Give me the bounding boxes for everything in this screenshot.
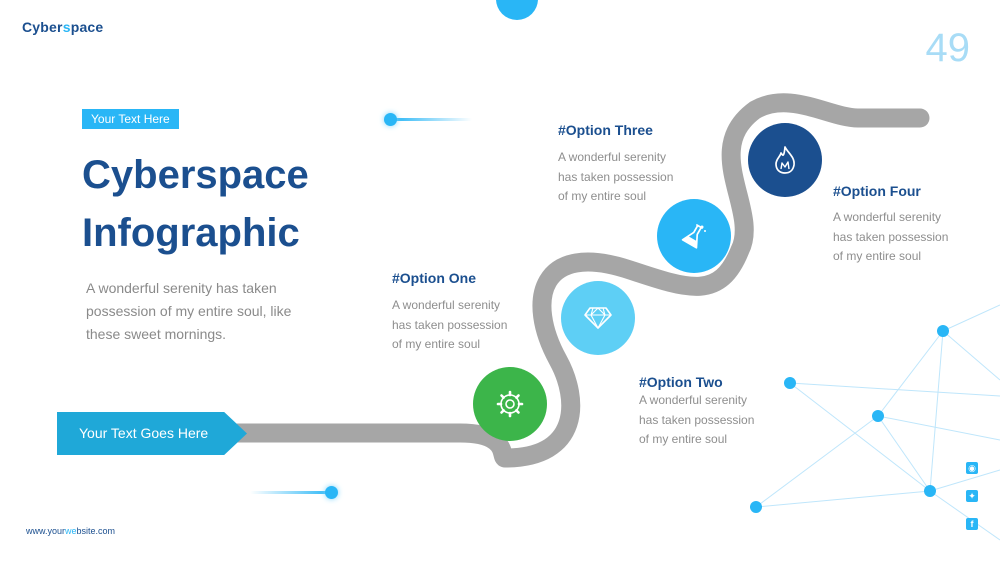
text-tag: Your Text Here <box>82 109 179 129</box>
option-two-text: A wonderful serenity has taken possessio… <box>639 393 755 446</box>
logo: Cyberspace <box>22 19 104 35</box>
network-node <box>872 410 884 422</box>
rss-icon[interactable]: ◉ <box>966 462 978 474</box>
option-four-title: #Option Four <box>833 183 921 199</box>
page-number: 49 <box>925 26 971 70</box>
flame-icon <box>775 146 795 174</box>
option-four-text: A wonderful serenity has taken possessio… <box>833 210 949 263</box>
title-line-2: Infographic <box>82 211 300 255</box>
option-three-text: A wonderful serenity has taken possessio… <box>558 150 674 203</box>
slide-title: Cyberspace Infographic <box>82 146 309 262</box>
glow-line-bottom <box>250 491 332 494</box>
network-node <box>924 485 936 497</box>
text-goes-here-banner: Your Text Goes Here <box>57 412 247 455</box>
flask-icon <box>681 224 706 249</box>
website-url: www.yourwebsite.com <box>26 526 116 536</box>
option-one-node <box>473 367 547 441</box>
title-line-1: Cyberspace <box>82 153 309 197</box>
glow-dot-bottom <box>325 486 338 499</box>
diamond-icon <box>584 307 612 330</box>
network-node <box>937 325 949 337</box>
network-node <box>784 377 796 389</box>
option-three-node <box>657 199 731 273</box>
option-one-text: A wonderful serenity has taken possessio… <box>392 298 508 351</box>
gear-icon <box>496 390 524 418</box>
road-path <box>220 93 930 468</box>
banner-label: Your Text Goes Here <box>79 425 209 441</box>
top-decor-circle <box>496 0 538 20</box>
option-two-title: #Option Two <box>639 374 723 390</box>
glow-line-top <box>392 118 472 121</box>
option-four-node <box>748 123 822 197</box>
option-three-title: #Option Three <box>558 122 653 138</box>
option-one-title: #Option One <box>392 270 476 286</box>
network-node <box>750 501 762 513</box>
facebook-icon[interactable]: f <box>966 518 978 530</box>
hero-description: A wonderful serenity has taken possessio… <box>86 280 292 342</box>
glow-dot-top <box>384 113 397 126</box>
option-two-node <box>561 281 635 355</box>
twitter-icon[interactable]: ✦ <box>966 490 978 502</box>
